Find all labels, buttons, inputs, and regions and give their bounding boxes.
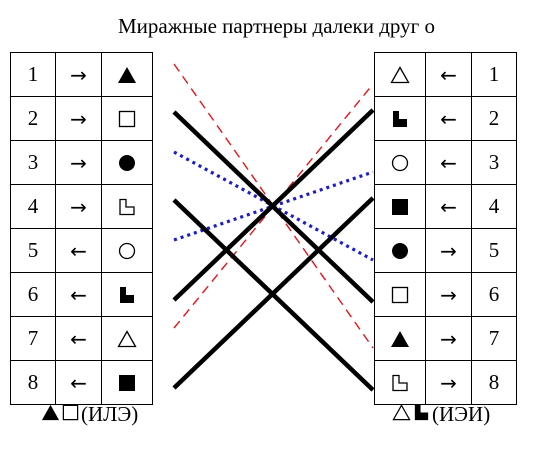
right-row-6: →6 — [374, 272, 517, 317]
left-shape-square-filled-icon — [101, 360, 153, 405]
left-arrow: ← — [55, 228, 102, 273]
left-number: 5 — [10, 228, 56, 273]
right-row-1: ←1 — [374, 52, 517, 97]
caption-right-icons — [392, 402, 432, 426]
right-arrow: → — [425, 360, 472, 405]
left-shape-l-outline-icon — [101, 184, 153, 229]
left-arrow: ← — [55, 272, 102, 317]
connection-line-6-to-2 — [172, 108, 375, 302]
right-arrow: ← — [425, 52, 472, 97]
caption-square-outline-icon — [61, 402, 81, 426]
right-type-table: ←1←2←3←4→5→6→7→8 — [374, 52, 517, 405]
left-number: 2 — [10, 96, 56, 141]
right-row-3: ←3 — [374, 140, 517, 185]
right-arrow: ← — [425, 140, 472, 185]
right-number: 1 — [471, 52, 517, 97]
right-arrow: → — [425, 316, 472, 361]
left-arrow: → — [55, 184, 102, 229]
right-shape-square-outline-icon — [374, 272, 426, 317]
right-number: 5 — [471, 228, 517, 273]
caption-right-text: (ИЭИ) — [432, 402, 491, 426]
connection-line-8-to-4 — [172, 196, 375, 390]
right-row-7: →7 — [374, 316, 517, 361]
left-row-6: 6← — [10, 272, 153, 317]
caption-left-icons — [41, 402, 81, 426]
left-row-8: 8← — [10, 360, 153, 405]
caption-left: (ИЛЭ) — [41, 402, 138, 427]
left-row-4: 4→ — [10, 184, 153, 229]
right-shape-square-filled-icon — [374, 184, 426, 229]
caption-triangle-filled-icon — [41, 402, 61, 426]
left-number: 4 — [10, 184, 56, 229]
left-row-5: 5← — [10, 228, 153, 273]
right-shape-l-filled-icon — [374, 96, 426, 141]
right-number: 2 — [471, 96, 517, 141]
left-arrow: ← — [55, 316, 102, 361]
caption-left-text: (ИЛЭ) — [81, 402, 139, 426]
left-arrow: ← — [55, 360, 102, 405]
right-row-8: →8 — [374, 360, 517, 405]
left-arrow: → — [55, 52, 102, 97]
right-arrow: ← — [425, 184, 472, 229]
caption-l-filled-icon — [412, 402, 432, 426]
left-number: 7 — [10, 316, 56, 361]
left-type-table: 1→2→3→4→5←6←7←8← — [10, 52, 153, 405]
left-number: 3 — [10, 140, 56, 185]
left-number: 6 — [10, 272, 56, 317]
right-number: 7 — [471, 316, 517, 361]
left-row-1: 1→ — [10, 52, 153, 97]
caption-triangle-outline-icon — [392, 402, 412, 426]
right-row-5: →5 — [374, 228, 517, 273]
right-row-4: ←4 — [374, 184, 517, 229]
right-shape-l-outline-icon — [374, 360, 426, 405]
left-shape-l-filled-icon — [101, 272, 153, 317]
right-number: 3 — [471, 140, 517, 185]
right-shape-circle-outline-icon — [374, 140, 426, 185]
right-arrow: → — [425, 272, 472, 317]
caption-right: (ИЭИ) — [392, 402, 490, 427]
right-row-2: ←2 — [374, 96, 517, 141]
right-number: 4 — [471, 184, 517, 229]
left-shape-circle-outline-icon — [101, 228, 153, 273]
right-number: 6 — [471, 272, 517, 317]
left-shape-triangle-filled-icon — [101, 52, 153, 97]
left-row-7: 7← — [10, 316, 153, 361]
right-number: 8 — [471, 360, 517, 405]
left-number: 1 — [10, 52, 56, 97]
page-title: Миражные партнеры далеки друг о — [118, 14, 435, 38]
right-arrow: ← — [425, 96, 472, 141]
